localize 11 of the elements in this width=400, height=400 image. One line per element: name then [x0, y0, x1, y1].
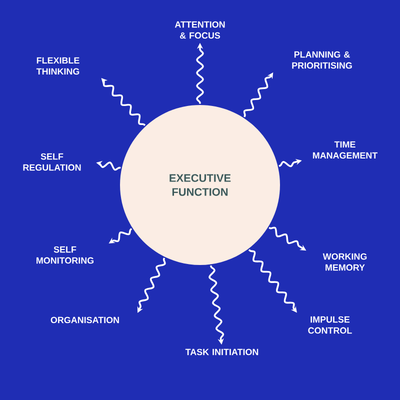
category-label: TIME MANAGEMENT — [312, 141, 378, 159]
category-label: SELF MONITORING — [36, 246, 94, 264]
category-label: TASK INITIATION — [185, 348, 258, 356]
wavy-arrow — [101, 78, 146, 126]
category-label: PLANNING & PRIORITISING — [292, 51, 352, 69]
category-label: FLEXIBLE THINKING — [36, 57, 80, 75]
category-label: ATTENTION & FOCUS — [174, 21, 225, 39]
category-label: IMPULSE CONTROL — [308, 316, 352, 334]
category-label: WORKING MEMORY — [322, 253, 367, 271]
category-label: ORGANISATION — [50, 316, 119, 324]
category-label: SELF REGULATION — [23, 153, 81, 171]
